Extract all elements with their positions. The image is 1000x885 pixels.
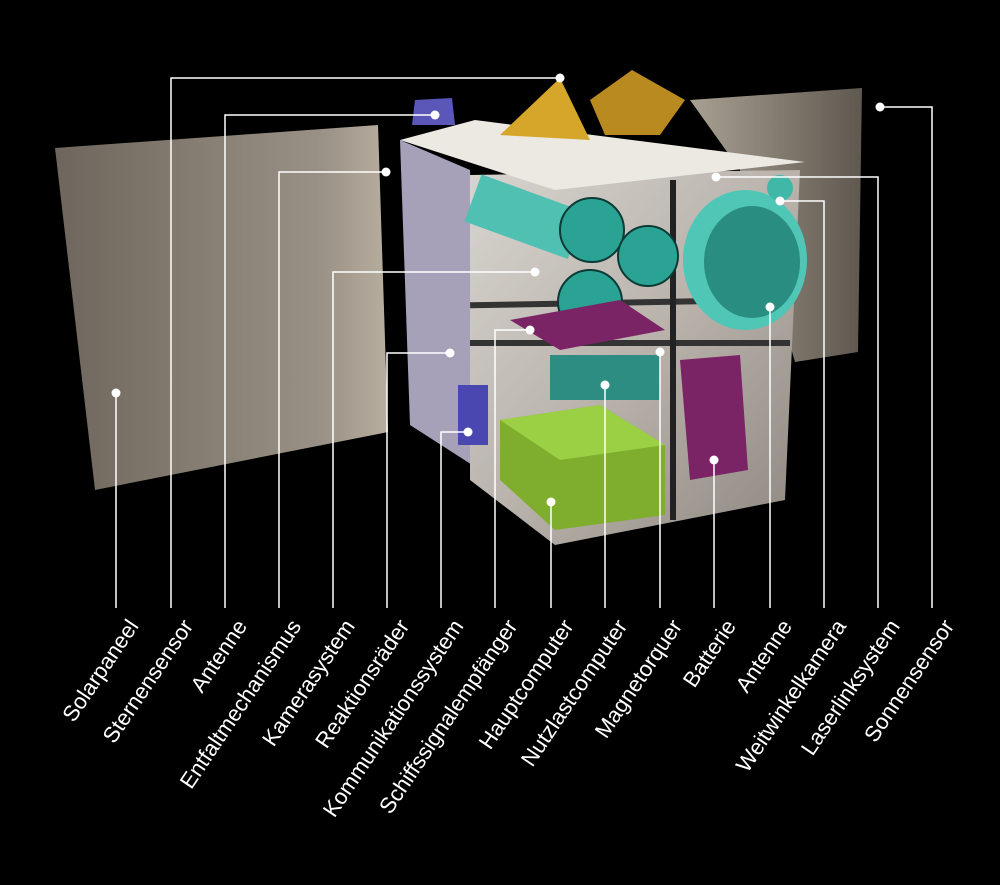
leader-line: [224, 114, 435, 608]
leader-line: [170, 77, 560, 608]
gold-antenna-2: [590, 70, 685, 135]
leader-dot: [445, 348, 455, 358]
gold-antenna-1: [500, 78, 590, 140]
leader-dot: [555, 73, 565, 83]
leader-dot: [525, 325, 535, 335]
battery-block: [680, 355, 748, 480]
leader-line: [880, 106, 933, 608]
leader-dot: [600, 380, 610, 390]
leader-line: [780, 200, 825, 608]
satellite-top-deck: [400, 120, 805, 190]
leader-dot: [775, 196, 785, 206]
leader-line: [278, 171, 386, 608]
solar-panel-left: [55, 125, 388, 490]
leader-dot: [765, 302, 775, 312]
leader-dot: [381, 167, 391, 177]
camera-telescopes: [464, 174, 679, 335]
leader-line: [332, 271, 535, 608]
comm-block: [458, 385, 488, 445]
leader-dot: [875, 102, 885, 112]
leader-dot: [430, 110, 440, 120]
payload-computer-board: [510, 300, 665, 350]
leader-line: [440, 431, 468, 608]
leader-dot: [711, 172, 721, 182]
leader-dot: [709, 455, 719, 465]
leader-line: [716, 176, 879, 608]
leader-line: [386, 352, 450, 608]
leader-dot: [546, 497, 556, 507]
leader-dot: [530, 267, 540, 277]
leader-dot: [463, 427, 473, 437]
wide-angle-camera: [683, 175, 807, 330]
leader-dot: [655, 347, 665, 357]
leader-line: [494, 329, 530, 608]
leader-dot: [111, 388, 121, 398]
